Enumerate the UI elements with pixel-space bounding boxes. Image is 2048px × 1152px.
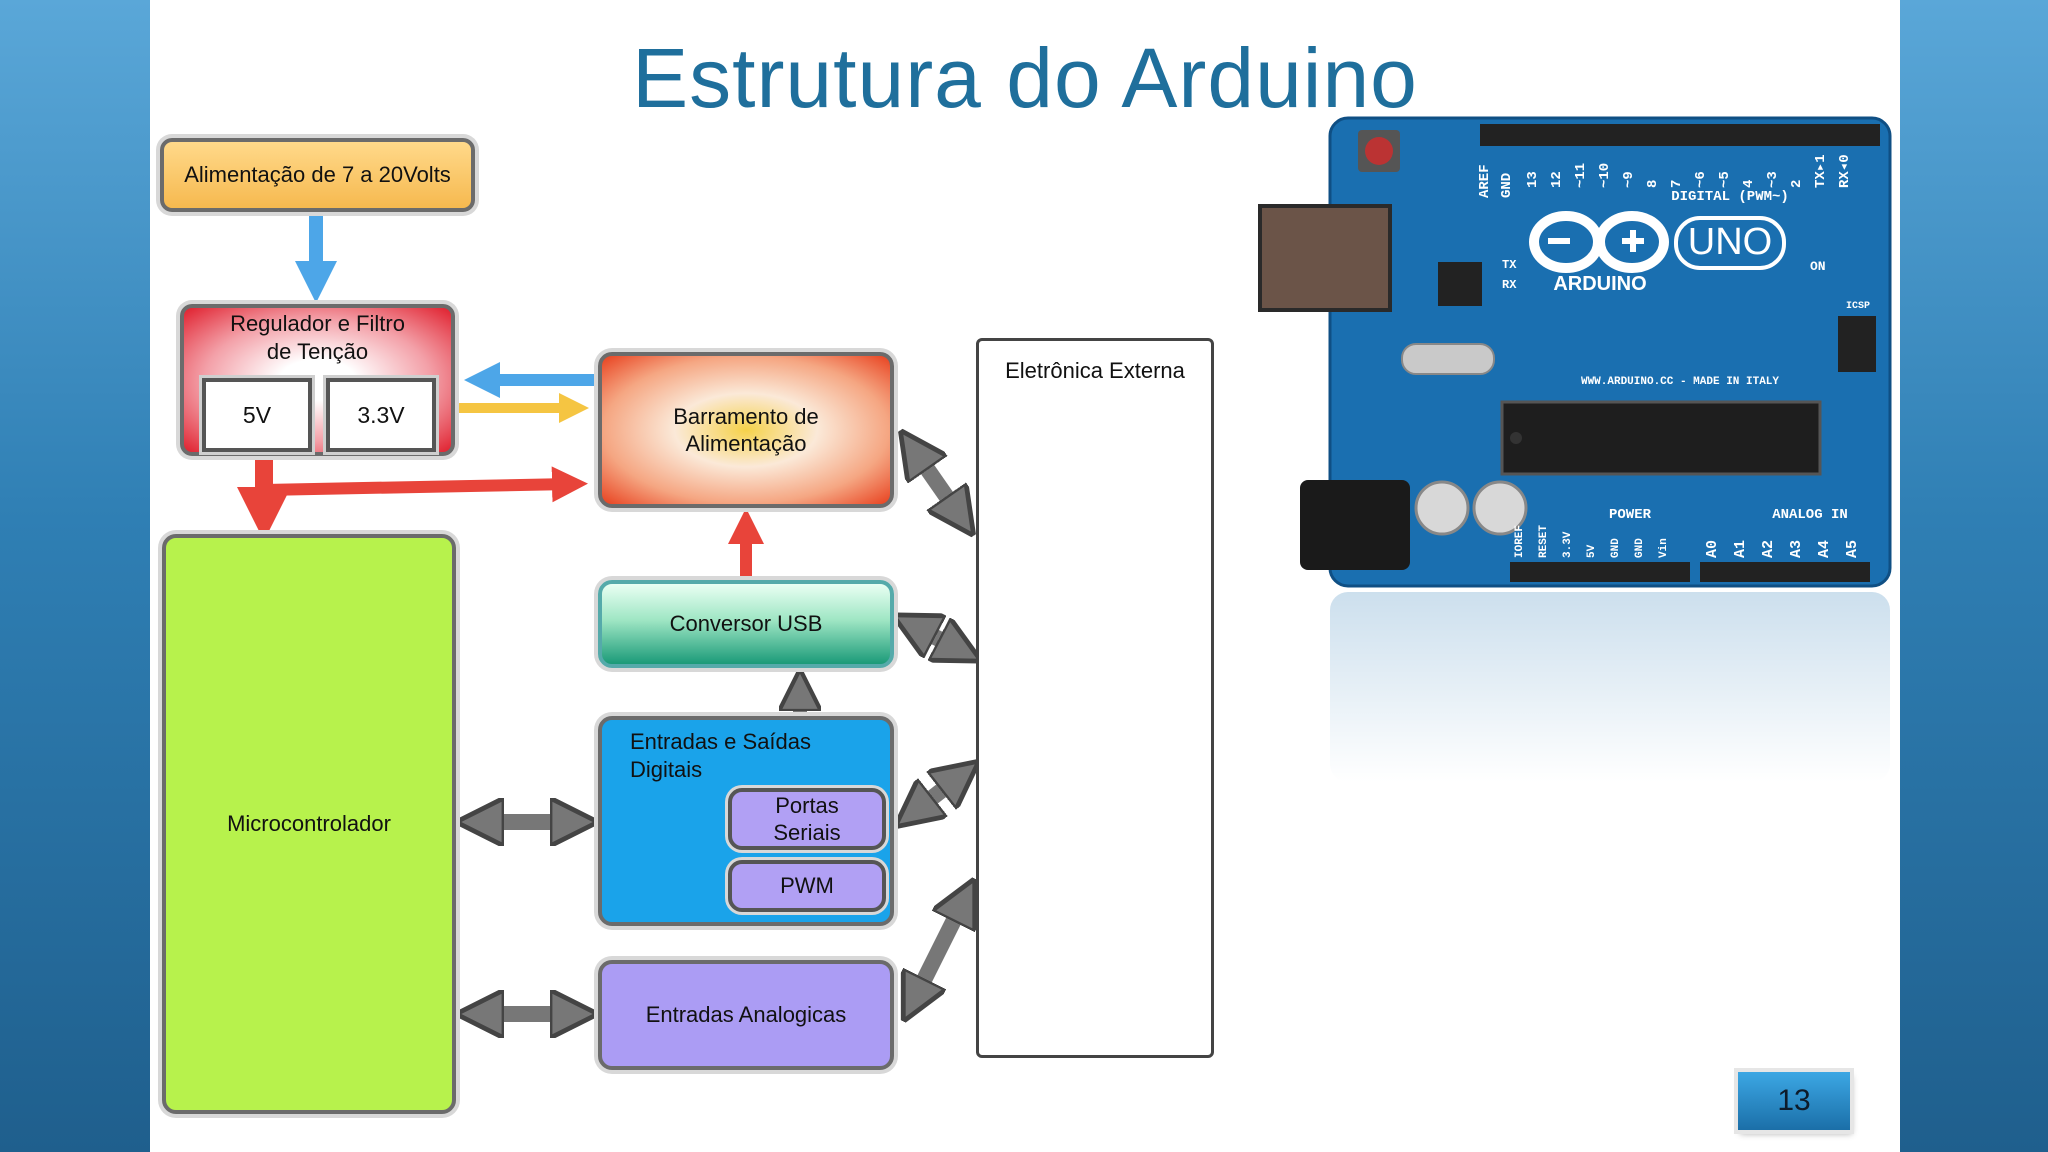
usb-connector [1258,204,1392,312]
board-pin-label: 2 [1789,180,1805,188]
arrow-usb-external [914,626,960,650]
board-pin-label: RESET [1538,525,1550,558]
pwm-box: PWM [728,860,886,912]
label-gnd: GND [1499,173,1515,198]
board-pin-label: 8 [1645,180,1661,188]
board-pin-label: 12 [1549,171,1565,188]
board-pin-label: A3 [1788,540,1805,558]
board-pin-label: ~5 [1717,171,1733,188]
arrow-digital-external [914,776,960,812]
pwm-label: PWM [780,873,834,899]
board-pin-label: GND [1634,538,1646,558]
uno-badge [1674,216,1786,270]
label-arduino: ARDUINO [1553,273,1646,295]
external-electronics-box: Eletrônica Externa [976,338,1214,1058]
board-pin-label: A1 [1732,540,1749,558]
board-pin-label: IOREF [1514,525,1526,558]
usb-converter-label: Conversor USB [669,611,823,637]
board-pin-label: ~6 [1693,171,1709,188]
regulator-label: Regulador e Filtro de Tenção [230,311,405,364]
label-uno: UNO [1688,221,1772,263]
power-supply-label: Alimentação de 7 a 20Volts [184,162,451,188]
atmega-chip [1500,400,1822,476]
power-bus-box: Barramento de Alimentação [598,352,894,508]
page-number-badge: 13 [1738,1072,1850,1130]
usb-chip [1438,262,1482,306]
usb-converter-box: Conversor USB [598,580,894,668]
voltage-5v: 5V [202,378,312,452]
diagram-arrows [237,216,1900,1152]
board-pin-label: ~10 [1597,163,1613,188]
label-analog-in: ANALOG IN [1772,507,1848,523]
dc-jack [1300,480,1410,570]
board-pin-label: 4 [1741,180,1757,188]
board-pin-label: GND [1610,538,1622,558]
capacitor-1 [1414,480,1470,536]
slide-title: Estrutura do Arduino [632,31,1418,125]
board-pin-label: ~9 [1621,171,1637,188]
label-rx: RX [1502,278,1517,292]
arrow-bus-external [914,450,960,516]
board-pin-label: A5 [1844,540,1861,558]
board-pin-label: 13 [1525,171,1541,188]
board-pin-label: 7 [1669,180,1685,188]
board-pin-label: ~11 [1573,163,1589,188]
label-tx: TX [1502,258,1517,272]
arduino-uno-board-image: AREF AREF GND 1312~11~10~987~6~54~32TX▸1… [1258,116,1900,782]
board-pin-label: ~3 [1765,171,1781,188]
voltage-3v3: 3.3V [326,378,436,452]
board-pin-label: Vin [1658,538,1670,558]
crystal [1401,343,1495,375]
power-bus-label: Barramento de Alimentação [673,403,819,457]
label-icsp: ICSP [1846,301,1870,312]
external-electronics-label: Eletrônica Externa [1005,358,1185,383]
digital-header [1480,124,1880,146]
serial-ports-label: Portas Seriais [773,792,841,846]
board-pin-label: A4 [1816,540,1833,558]
arrow-5v-to-bus [263,466,588,503]
analog-inputs-box: Entradas Analogicas [598,960,894,1070]
label-power: POWER [1609,507,1652,523]
power-header [1510,562,1690,582]
label-digital: DIGITAL (PWM~) [1671,189,1789,205]
digital-io-box: Entradas e Saídas Digitais Portas Seriai… [598,716,894,926]
analog-inputs-label: Entradas Analogicas [645,1002,847,1028]
board-pin-label: TX▸1 [1813,154,1829,188]
label-aref: AREF [1477,164,1493,198]
regulator-box: Regulador e Filtro de Tenção 5V 3.3V [180,304,455,456]
arduino-logo [1529,211,1669,273]
board-pin-label: A0 [1704,540,1721,558]
capacitor-2 [1472,480,1528,536]
serial-ports-box: Portas Seriais [728,788,886,850]
slide: Estrutura do Arduino [150,0,1900,1152]
icsp-header [1838,316,1876,372]
digital-io-label: Entradas e Saídas Digitais [630,729,812,782]
label-website: WWW.ARDUINO.CC - MADE IN ITALY [1581,376,1779,388]
label-on: ON [1810,259,1826,274]
board-pin-label: 5V [1586,544,1598,558]
microcontroller-box: Microcontrolador [162,534,456,1114]
board-pin-label: 3.3V [1562,531,1574,558]
analog-header [1700,562,1870,582]
power-supply-box: Alimentação de 7 a 20Volts [160,138,475,212]
board-pin-label: A2 [1760,540,1777,558]
microcontroller-label: Microcontrolador [227,811,391,837]
arrow-analog-external [914,900,964,1000]
board-pin-label: RX◂0 [1837,154,1853,188]
